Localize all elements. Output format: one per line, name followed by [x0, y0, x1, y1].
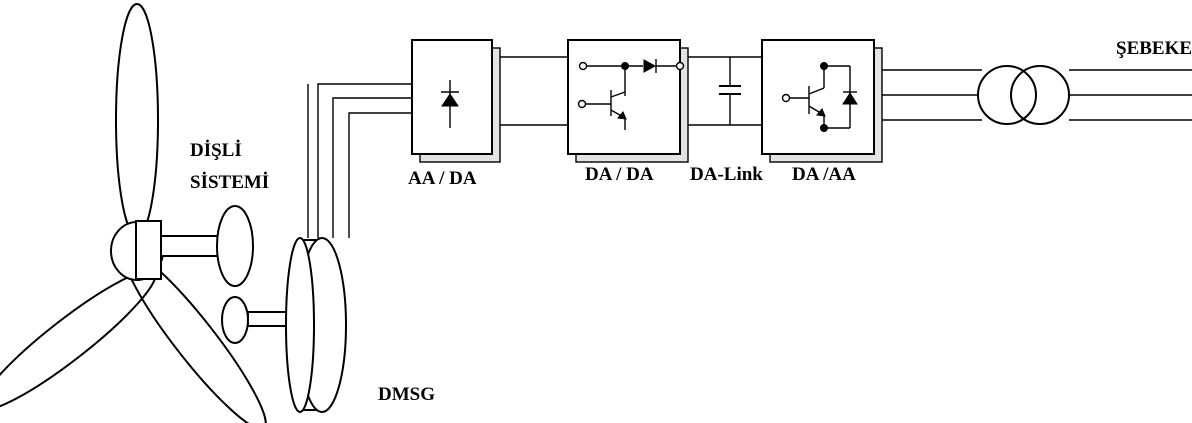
gear-large: [216, 205, 254, 287]
gearbox-label-line1: DİŞLİ: [190, 140, 242, 161]
rectifier-label: AA / DA: [408, 168, 477, 189]
turbine-blade-lower-left: [0, 269, 157, 411]
dc-bus-1: [500, 56, 570, 126]
dclink-label: DA-Link: [690, 164, 763, 185]
inverter-label: DA /AA: [792, 164, 856, 185]
grid-lines: [1069, 69, 1192, 121]
generator-face: [285, 237, 315, 413]
ac-output-lines: [882, 69, 982, 121]
rectifier-block: [411, 39, 501, 163]
generator-label: DMSG: [378, 384, 435, 405]
generator-dmsg: [285, 237, 347, 413]
boost-label: DA / DA: [585, 164, 654, 185]
inverter-block: [761, 39, 883, 163]
transformer: [977, 65, 1070, 125]
gear-small: [221, 296, 249, 344]
boost-converter-block: [567, 39, 689, 163]
hub-cover: [135, 220, 162, 280]
wind-turbine: [0, 3, 267, 423]
generator-cables: [307, 83, 412, 238]
dc-link: [688, 56, 765, 126]
grid-label: ŞEBEKE: [1116, 38, 1192, 59]
turbine-blade-top: [115, 3, 159, 237]
gearbox-label-line2: SİSTEMİ: [190, 172, 269, 193]
